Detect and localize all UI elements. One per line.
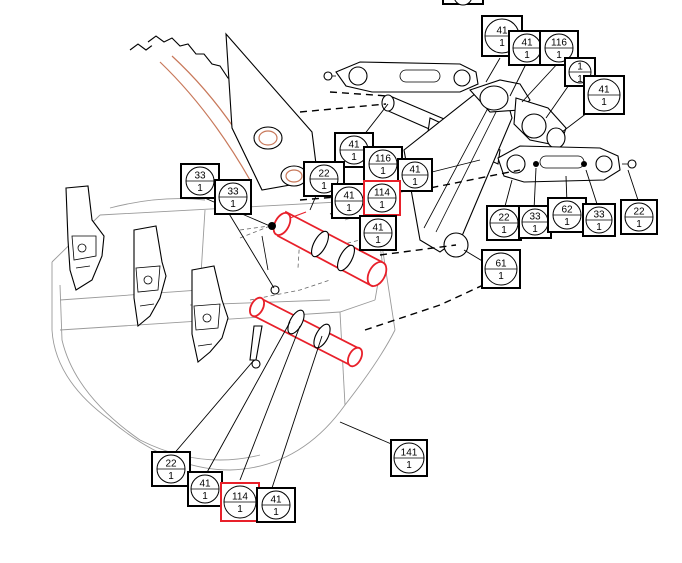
- balloon-part-number: 33: [593, 210, 605, 221]
- balloon-part-number: 116: [375, 154, 391, 165]
- balloon-quantity: 1: [346, 203, 352, 214]
- balloon-41: 411: [187, 471, 223, 507]
- balloon-quantity: 1: [197, 183, 203, 194]
- balloon-part-number: 33: [227, 187, 239, 198]
- balloon-part-number: 114: [374, 188, 390, 199]
- arm-plate: [225, 32, 319, 191]
- pin-114-lower: [249, 296, 363, 368]
- bucket-body: [51, 185, 396, 471]
- balloon-part-number: 62: [561, 205, 573, 216]
- balloon-part-number: 22: [633, 207, 645, 218]
- balloon-quantity: 1: [237, 504, 243, 515]
- balloon-41: 411: [359, 215, 397, 251]
- balloon-quantity: 1: [499, 38, 505, 49]
- balloon-quantity: 1: [577, 74, 583, 85]
- clipped-top-balloon: [442, 0, 484, 6]
- balloon-quantity: 1: [601, 97, 607, 108]
- balloon-part-number: 41: [409, 165, 421, 176]
- balloon-part-number: 22: [165, 459, 177, 470]
- balloon-22: 221: [486, 205, 522, 241]
- balloon-61: 611: [481, 249, 521, 289]
- leader-lines: [171, 57, 639, 489]
- balloon-part-number: 33: [194, 171, 206, 182]
- balloon-41: 411: [397, 158, 433, 192]
- balloon-quantity: 1: [412, 177, 418, 188]
- balloon-quantity: 1: [168, 471, 174, 482]
- balloon-quantity: 1: [532, 224, 538, 235]
- balloon-quantity: 1: [230, 199, 236, 210]
- linkage-assembly: [323, 57, 637, 258]
- balloon-quantity: 1: [524, 50, 530, 61]
- balloon-quantity: 1: [351, 152, 357, 163]
- balloon-quantity: 1: [596, 222, 602, 233]
- balloon-part-number: 114: [232, 492, 248, 503]
- balloon-41: 411: [583, 75, 625, 115]
- balloon-quantity: 1: [564, 217, 570, 228]
- balloon-33: 331: [214, 179, 252, 215]
- balloon-part-number: 22: [318, 169, 330, 180]
- balloon-33: 331: [582, 203, 616, 237]
- balloon-62: 621: [547, 197, 587, 233]
- balloon-quantity: 1: [375, 235, 381, 246]
- balloon-33: 331: [518, 205, 552, 239]
- balloon-22: 221: [151, 451, 191, 487]
- balloon-quantity: 1: [556, 50, 562, 61]
- balloon-part-number: 22: [498, 213, 510, 224]
- balloon-quantity: 1: [406, 460, 412, 471]
- balloon-part-number: 41: [598, 85, 610, 96]
- balloon-part-number: 41: [270, 495, 282, 506]
- balloon-part-number: 41: [496, 26, 508, 37]
- balloon-part-number: 41: [199, 479, 211, 490]
- balloon-quantity: 1: [379, 200, 385, 211]
- hardware-bolts: [249, 222, 280, 369]
- balloon-quantity: 1: [501, 225, 507, 236]
- balloon-33: 331: [180, 163, 220, 199]
- pin-114-upper: [272, 210, 388, 288]
- balloon-part-number: 1: [577, 62, 583, 73]
- balloon-41: 411: [331, 183, 367, 219]
- balloon-part-number: 33: [529, 212, 541, 223]
- balloon-part-number: 116: [551, 38, 567, 49]
- balloon-part-number: 41: [348, 140, 360, 151]
- balloon-41: 411: [256, 487, 296, 523]
- balloon-quantity: 1: [202, 491, 208, 502]
- balloon-22: 221: [620, 199, 658, 235]
- balloon-part-number: 141: [401, 448, 418, 459]
- balloon-part-number: 41: [521, 38, 533, 49]
- balloon-quantity: 1: [636, 219, 642, 230]
- balloon-quantity: 1: [498, 271, 504, 282]
- balloon-quantity: 1: [380, 166, 386, 177]
- balloon-part-number: 61: [495, 259, 507, 270]
- balloon-quantity: 1: [273, 507, 279, 518]
- balloon-41: 411: [481, 15, 523, 57]
- balloon-part-number: 41: [372, 223, 384, 234]
- balloon-quantity: 1: [321, 181, 327, 192]
- balloon-part-number: 41: [343, 191, 355, 202]
